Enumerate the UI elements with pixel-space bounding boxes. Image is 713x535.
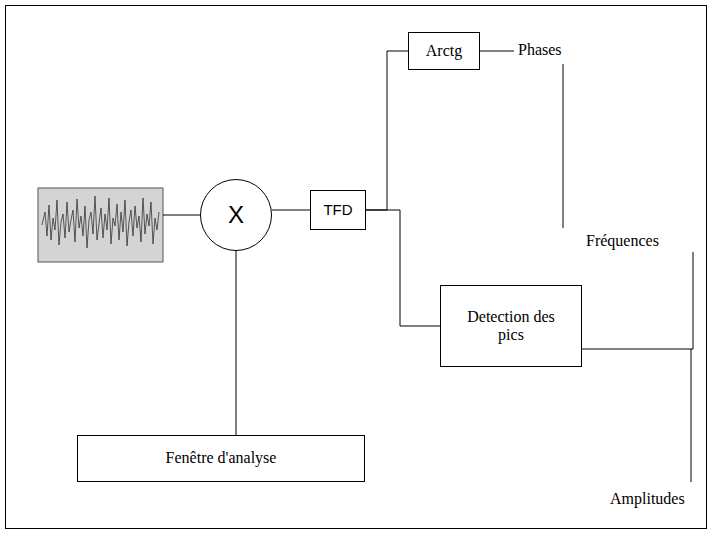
output-label: Amplitudes (610, 490, 685, 508)
process-box: Arctg (408, 32, 480, 70)
leader-line (582, 349, 693, 350)
node-text: Fenêtre d'analyse (166, 449, 277, 467)
connector-line (236, 251, 237, 435)
connector-line (272, 210, 310, 211)
node-text: Detection des pics (461, 308, 561, 345)
connector-line (366, 51, 408, 210)
leader-line (691, 349, 692, 482)
multiplier-circle: X (200, 179, 272, 251)
leader-line (693, 252, 694, 349)
signal-wire (163, 215, 200, 216)
leader-line (563, 64, 564, 228)
leader-line (480, 51, 514, 52)
connector-line (366, 210, 440, 326)
output-label: Phases (518, 41, 562, 59)
output-label: Fréquences (586, 232, 659, 250)
frame (6, 6, 707, 529)
process-box: Detection des pics (440, 285, 582, 367)
signal-waveform (38, 188, 163, 262)
node-text: X (228, 201, 244, 229)
process-box: Fenêtre d'analyse (77, 435, 365, 482)
node-text: TFD (323, 201, 352, 218)
node-text: Arctg (426, 42, 462, 60)
process-box: TFD (310, 190, 366, 230)
